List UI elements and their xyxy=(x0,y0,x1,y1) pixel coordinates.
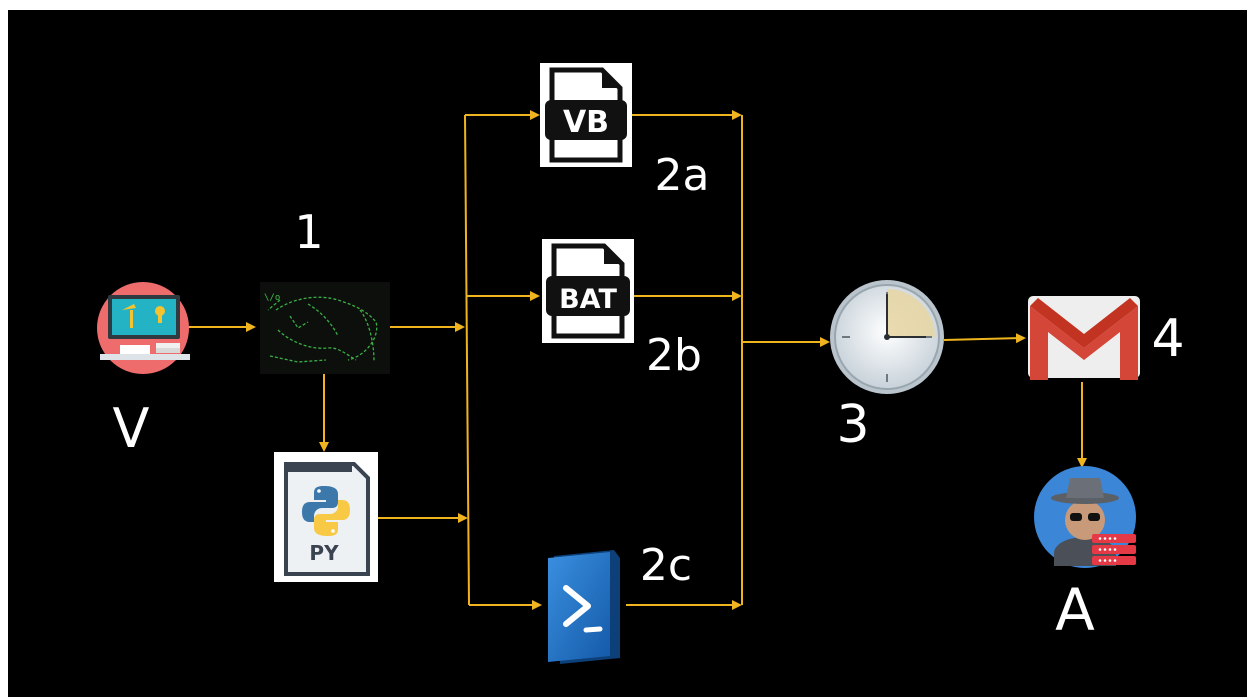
split-vertical-bus xyxy=(464,114,470,606)
bat-badge-label: BAT xyxy=(559,284,617,315)
hacker-avatar-icon xyxy=(1034,466,1136,568)
vb-badge-label: VB xyxy=(563,105,609,140)
clock-icon xyxy=(830,280,944,394)
label-step-2c: 2c xyxy=(640,540,692,591)
label-attacker: A xyxy=(1055,576,1095,644)
gmail-icon xyxy=(1028,296,1140,380)
terminal-text: \/o xyxy=(264,293,280,303)
attack-flow-diagram: \/o PY VB BAT xyxy=(97,63,1185,664)
label-step-2a: 2a xyxy=(655,150,710,201)
label-step-4: 4 xyxy=(1151,309,1184,369)
label-victim: V xyxy=(113,397,150,460)
computer-desk-icon xyxy=(97,282,190,374)
label-step-2b: 2b xyxy=(646,330,702,381)
python-file-icon: PY xyxy=(274,452,378,582)
bat-file-icon: BAT xyxy=(542,239,634,343)
label-step-1: 1 xyxy=(294,205,323,259)
powershell-icon xyxy=(548,550,620,664)
label-step-3: 3 xyxy=(836,395,869,455)
arrow-clock-to-gmail xyxy=(943,333,1026,344)
ascii-art-terminal-icon: \/o xyxy=(260,282,390,374)
connectors xyxy=(186,110,1087,610)
vb-file-icon: VB xyxy=(540,63,632,167)
py-badge-label: PY xyxy=(309,541,339,565)
diagram-canvas: \/o PY VB BAT xyxy=(8,10,1247,697)
